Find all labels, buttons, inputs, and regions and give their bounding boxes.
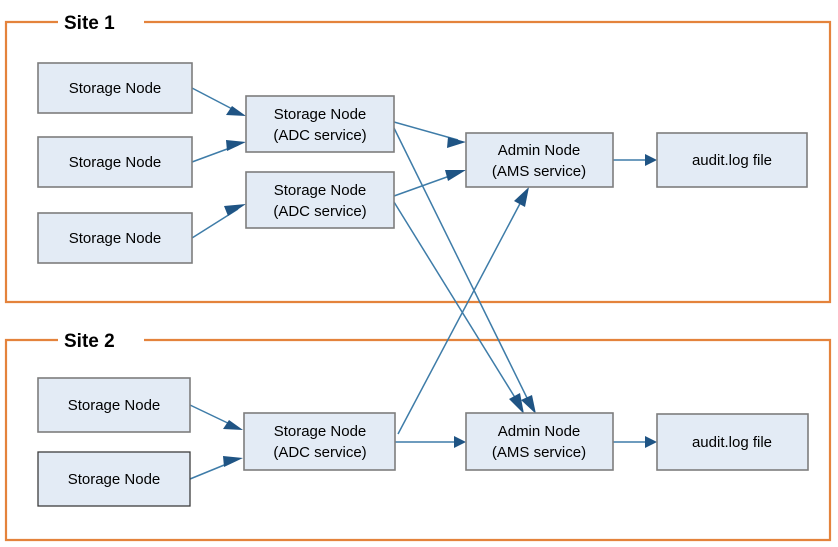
node-label-line1: Storage Node: [274, 423, 367, 440]
arrowhead-s2sn2-to-s2adc1: [223, 456, 243, 467]
node-label-line1: Storage Node: [69, 230, 162, 247]
node-box[interactable]: [245, 171, 395, 229]
node-box[interactable]: [465, 132, 614, 188]
node-box[interactable]: [37, 136, 193, 188]
node-box[interactable]: [37, 212, 193, 264]
site-2-frame-group: Site 2: [4, 329, 832, 542]
arrowhead-s1adc1-to-s2admin: [521, 395, 536, 414]
node-s2-admin-node-ams[interactable]: Admin Node (AMS service): [465, 412, 614, 471]
node-s1-audit-log-file[interactable]: audit.log file: [656, 132, 808, 188]
node-s2-storage-node-1[interactable]: Storage Node: [37, 377, 191, 433]
node-box[interactable]: [656, 413, 809, 471]
connector-s1sn1-to-s1adc1: [191, 87, 239, 113]
node-label-line2: (ADC service): [273, 127, 366, 144]
node-label-line1: Admin Node: [498, 423, 581, 440]
site-1-label-backdrop: [58, 11, 144, 33]
node-s2-storage-node-adc-1[interactable]: Storage Node (ADC service): [243, 412, 396, 471]
site-1-frame: [4, 20, 832, 304]
arrowhead-s2admin-to-s2auditlog: [645, 436, 657, 448]
node-box[interactable]: [37, 62, 193, 114]
arrowhead-s1adc2-to-s2admin: [509, 393, 524, 414]
node-label-line1: Storage Node: [68, 471, 161, 488]
connector-s2adc1-to-s1admin: [397, 195, 525, 435]
site-1-frame-group: Site 1: [4, 11, 832, 304]
node-label-line1: Admin Node: [498, 142, 581, 159]
connector-s2sn1-to-s2adc1: [189, 404, 235, 427]
site-1-nodes: Storage Node Storage Node Storage Node S…: [37, 62, 808, 264]
site-2-label-backdrop: [58, 329, 144, 351]
node-s1-storage-node-2[interactable]: Storage Node: [37, 136, 193, 188]
site-2-nodes: Storage Node Storage Node Storage Node (…: [37, 377, 809, 507]
connector-s1adc1-to-s2admin: [393, 127, 531, 405]
node-s1-storage-node-adc-1[interactable]: Storage Node (ADC service): [245, 95, 395, 153]
arrowhead-s1adc2-to-s1admin: [445, 170, 466, 181]
node-label-line1: Storage Node: [274, 106, 367, 123]
node-label-line1: audit.log file: [692, 152, 772, 169]
arrowhead-s1adc1-to-s1admin: [447, 137, 466, 148]
node-box[interactable]: [465, 412, 614, 471]
arrowhead-s2adc1-to-s1admin: [514, 187, 529, 207]
arrowhead-s1sn3-to-s1adc2: [224, 204, 246, 216]
node-s1-admin-node-ams[interactable]: Admin Node (AMS service): [465, 132, 614, 188]
node-label-line1: Storage Node: [274, 182, 367, 199]
site-2-frame: [4, 338, 832, 542]
node-label-line1: audit.log file: [692, 434, 772, 451]
connector-s1adc1-to-s1admin: [393, 121, 459, 141]
node-box[interactable]: [245, 95, 395, 153]
connectors-group: [189, 87, 657, 480]
node-s2-audit-log-file[interactable]: audit.log file: [656, 413, 809, 471]
node-box[interactable]: [656, 132, 808, 188]
node-box[interactable]: [37, 451, 191, 507]
node-label-line2: (ADC service): [273, 444, 366, 461]
node-label-line2: (AMS service): [492, 163, 586, 180]
node-s2-storage-node-2[interactable]: Storage Node: [37, 451, 191, 507]
connector-s1adc2-to-s2admin: [393, 201, 520, 405]
node-label-line1: Storage Node: [68, 397, 161, 414]
node-s1-storage-node-3[interactable]: Storage Node: [37, 212, 193, 264]
node-box[interactable]: [37, 377, 191, 433]
arrowhead-s1sn2-to-s1adc1: [226, 140, 246, 151]
node-s1-storage-node-adc-2[interactable]: Storage Node (ADC service): [245, 171, 395, 229]
node-box[interactable]: [243, 412, 396, 471]
arrowhead-s2sn1-to-s2adc1: [223, 420, 243, 430]
node-label-line2: (AMS service): [492, 444, 586, 461]
node-s1-storage-node-1[interactable]: Storage Node: [37, 62, 193, 114]
node-label-line2: (ADC service): [273, 203, 366, 220]
site-1-label: Site 1: [64, 13, 115, 34]
arrowhead-s1admin-to-s1auditlog: [645, 154, 657, 166]
site-2-label: Site 2: [64, 331, 115, 352]
node-label-line1: Storage Node: [69, 80, 162, 97]
arrowhead-s2adc1-to-s2admin: [454, 436, 466, 448]
node-label-line1: Storage Node: [69, 154, 162, 171]
arrowhead-s1sn1-to-s1adc1: [226, 106, 246, 116]
